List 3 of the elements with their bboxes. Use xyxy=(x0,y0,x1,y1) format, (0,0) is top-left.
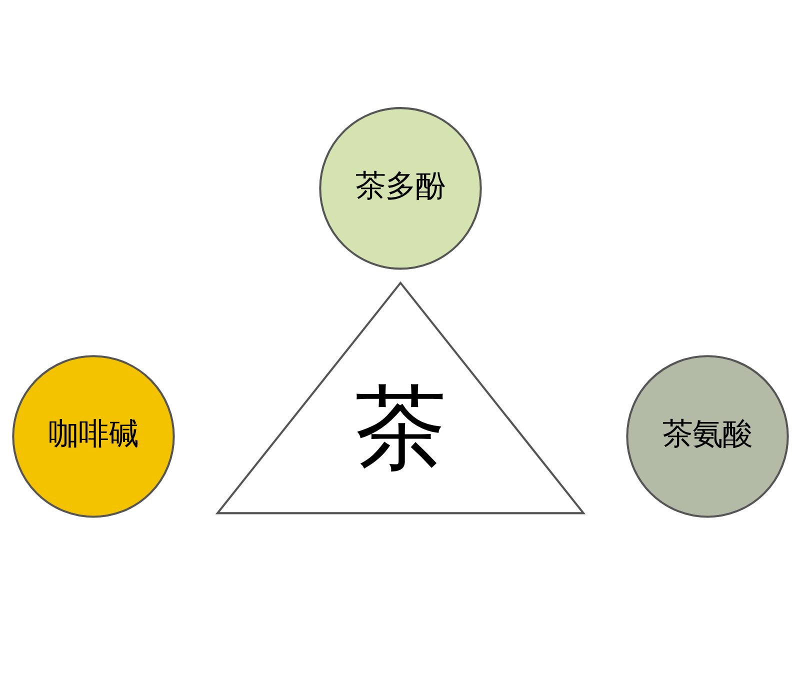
node-circle: 茶多酚 xyxy=(318,106,482,270)
node-circle: 咖啡碱 xyxy=(12,354,174,518)
node-circle: 茶氨酸 xyxy=(626,354,788,518)
